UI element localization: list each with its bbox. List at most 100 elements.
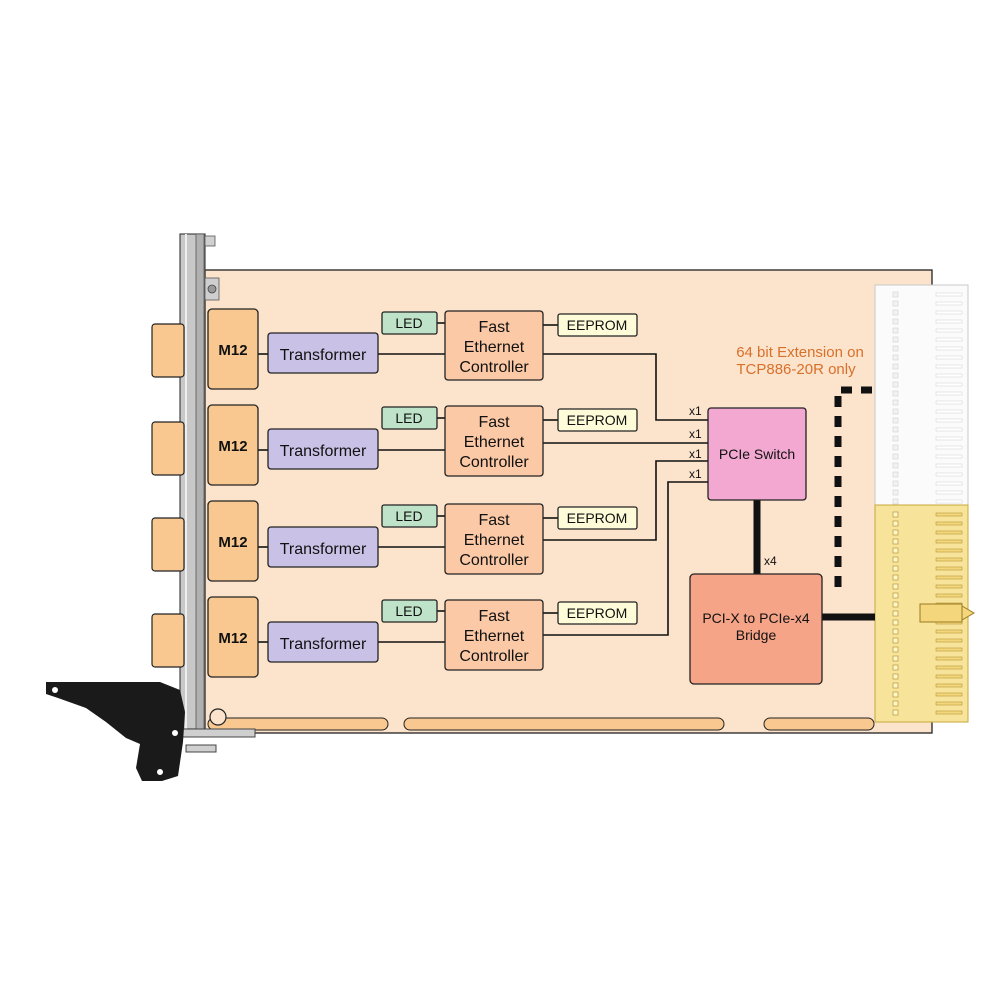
- channel-1: M12 Transformer LED Fast Ethernet Contro…: [207, 308, 638, 390]
- backplane-connector-upper: [874, 284, 969, 506]
- m12-socket: [151, 517, 185, 572]
- connector-pin: [892, 399, 899, 406]
- connector-pin: [892, 691, 899, 698]
- ethernet-controller-block: [444, 310, 544, 381]
- connector-contact: [935, 463, 963, 468]
- eeprom-block: [557, 313, 638, 337]
- connector-contact: [935, 301, 963, 306]
- connector-contact: [935, 472, 963, 477]
- transformer-block: [267, 428, 379, 470]
- pcie-switch-block: [707, 407, 807, 501]
- pcie-switch-label: PCIe Switch: [719, 446, 795, 462]
- channel-2: M12 Transformer LED Fast Ethernet Contro…: [207, 404, 638, 486]
- bridge-label-line2: Bridge: [736, 627, 777, 643]
- eeprom-label: EEPROM: [567, 510, 628, 526]
- led-block: [381, 599, 438, 623]
- bridge-label-line1: PCI-X to PCIe-x4: [702, 610, 810, 626]
- transformer-label: Transformer: [280, 443, 367, 460]
- connector-pin: [892, 655, 899, 662]
- m12-socket: [151, 421, 185, 476]
- connector-pin: [892, 664, 899, 671]
- m12-connector: [207, 404, 259, 486]
- connector-pin: [892, 426, 899, 433]
- connector-pin: [892, 453, 899, 460]
- connector-contact: [935, 593, 963, 598]
- connector-pin: [892, 435, 899, 442]
- connector-contact: [935, 539, 963, 544]
- controller-label-line1: Fast: [478, 414, 510, 431]
- m12-connector: [207, 500, 259, 582]
- connector-contact: [935, 373, 963, 378]
- connector-contact: [935, 638, 963, 643]
- connector-pin: [892, 354, 899, 361]
- controller-label-line1: Fast: [478, 608, 510, 625]
- led-block: [381, 406, 438, 430]
- connector-pin: [892, 408, 899, 415]
- connector-pin: [892, 345, 899, 352]
- connector-contact: [935, 521, 963, 526]
- link-label: x1: [689, 467, 702, 481]
- controller-label-line2: Ethernet: [464, 434, 525, 451]
- connector-pin: [892, 601, 899, 608]
- connector-pin: [892, 291, 899, 298]
- connector-contact: [935, 364, 963, 369]
- connector-contact: [935, 548, 963, 553]
- channel-4: M12 Transformer LED Fast Ethernet Contro…: [207, 596, 638, 678]
- connector-pin: [892, 462, 899, 469]
- connector-contact: [935, 629, 963, 634]
- connector-pin: [892, 520, 899, 527]
- connector-contact: [935, 683, 963, 688]
- connector-pin: [892, 673, 899, 680]
- backplane-connector-lower: [874, 504, 975, 723]
- connector-contact: [935, 445, 963, 450]
- connector-contact: [935, 566, 963, 571]
- controller-label-line3: Controller: [459, 552, 529, 569]
- transformer-label: Transformer: [280, 636, 367, 653]
- controller-label-line2: Ethernet: [464, 339, 525, 356]
- connector-pin: [892, 471, 899, 478]
- eeprom-block: [557, 408, 638, 432]
- connector-pin: [892, 529, 899, 536]
- led-label: LED: [395, 410, 422, 426]
- connector-pin: [892, 592, 899, 599]
- connector-contact: [935, 692, 963, 697]
- m12-label: M12: [218, 342, 247, 359]
- connector-contact: [935, 346, 963, 351]
- ethernet-controller-block: [444, 405, 544, 477]
- connector-contact: [935, 319, 963, 324]
- m12-label: M12: [218, 438, 247, 455]
- connector-contact: [935, 647, 963, 652]
- connector-contact: [935, 454, 963, 459]
- x4-link-label: x4: [764, 554, 777, 568]
- connector-pin: [892, 511, 899, 518]
- connector-pin: [892, 390, 899, 397]
- connector-contact: [935, 391, 963, 396]
- connector-contact: [935, 674, 963, 679]
- ethernet-controller-block: [444, 599, 544, 671]
- connector-pin: [892, 538, 899, 545]
- connector-contact: [935, 656, 963, 661]
- transformer-label: Transformer: [280, 347, 367, 364]
- board-edge-slots: [207, 717, 875, 731]
- eeprom-block: [557, 601, 638, 625]
- connector-contact: [935, 328, 963, 333]
- m12-connector: [207, 596, 259, 678]
- link-label: x1: [689, 404, 702, 418]
- connector-pin: [892, 709, 899, 716]
- connector-pin: [892, 565, 899, 572]
- extension-note-line2: TCP886-20R only: [736, 361, 856, 378]
- connector-contact: [935, 512, 963, 517]
- connector-pin: [892, 372, 899, 379]
- connector-contact: [935, 490, 963, 495]
- connector-contact: [935, 337, 963, 342]
- connector-pin: [892, 444, 899, 451]
- connector-pin: [892, 300, 899, 307]
- pcix-bridge-block: [689, 573, 823, 685]
- eeprom-label: EEPROM: [567, 317, 628, 333]
- connector-pin: [892, 646, 899, 653]
- controller-label-line2: Ethernet: [464, 532, 525, 549]
- connector-contact: [935, 557, 963, 562]
- controller-label-line3: Controller: [459, 359, 529, 376]
- transformer-block: [267, 332, 379, 374]
